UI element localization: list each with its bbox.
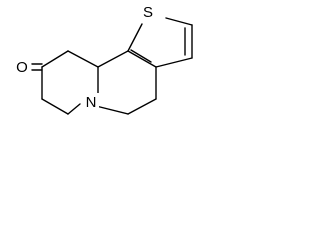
bond-s-c11 xyxy=(165,17,193,26)
bond-n-c5 xyxy=(67,103,81,115)
molecule-structure: S O N xyxy=(14,3,193,115)
bond-lines xyxy=(31,17,193,115)
bond-c10-c7 xyxy=(127,50,157,68)
bond-c8-c9 xyxy=(127,98,157,115)
bond-c2-c3 xyxy=(67,50,99,68)
bond-c12-c10 xyxy=(155,57,193,68)
bond-c3-c7 xyxy=(97,50,129,68)
structure-canvas: S O N xyxy=(0,0,216,132)
bond-c10-c7-double xyxy=(130,49,152,63)
bond-c5-c6 xyxy=(41,98,69,115)
bond-c1-c2 xyxy=(41,50,69,68)
oxygen-atom-label: O xyxy=(16,59,28,76)
nitrogen-atom-label: N xyxy=(86,94,97,111)
bond-c7-s xyxy=(127,23,143,52)
sulfur-atom-label: S xyxy=(143,4,153,21)
atom-labels: S O N xyxy=(14,3,156,111)
